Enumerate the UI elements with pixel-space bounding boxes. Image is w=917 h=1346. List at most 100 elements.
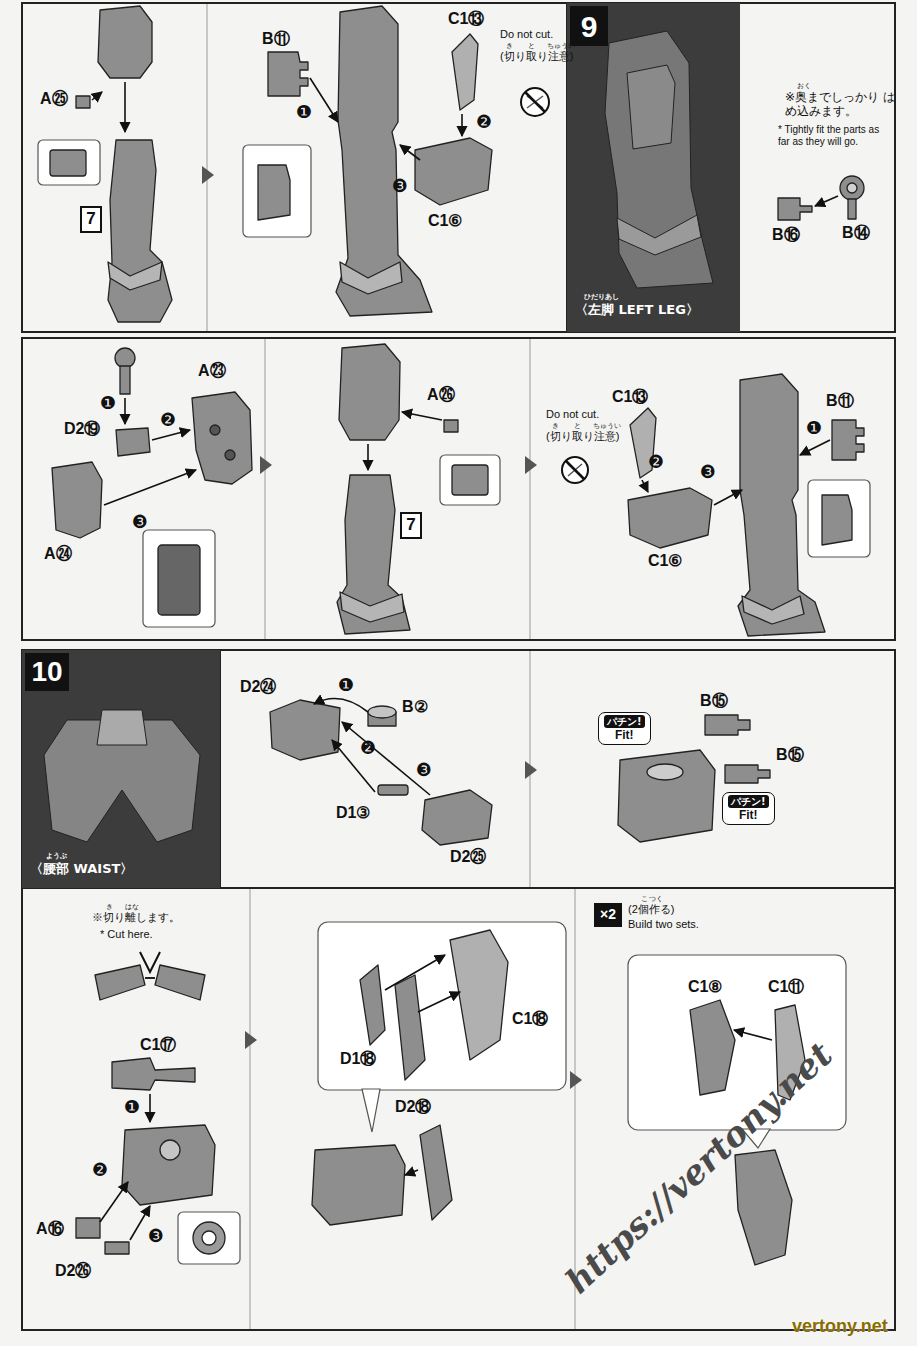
part-illustration — [822, 495, 852, 545]
flow-arrow — [202, 166, 214, 184]
part-number: B⑮ — [700, 692, 728, 710]
cut-warning-icon — [566, 461, 584, 479]
inset-box — [178, 1212, 240, 1264]
part-illustration — [50, 150, 86, 176]
part-number: D2㉔ — [240, 678, 276, 696]
part-number: D1③ — [336, 804, 370, 822]
leader-arrow — [385, 955, 445, 990]
leader-arrow — [314, 699, 368, 712]
leader-arrow — [418, 992, 460, 1012]
part-illustration — [738, 374, 825, 636]
cut-warning-icon — [525, 92, 545, 112]
fit-callout: パチン!Fit! — [722, 792, 775, 825]
part-illustration — [742, 596, 804, 624]
step-number: ❷ — [92, 1160, 108, 1181]
step-number-box: 9 — [570, 6, 608, 46]
part-number: C1⑪ — [768, 978, 804, 996]
inset-box — [38, 140, 100, 185]
watermark: https://vertony.net — [558, 1035, 840, 1301]
step-number: ❸ — [416, 760, 432, 781]
leader-arrow — [405, 1170, 418, 1175]
leader-arrow — [815, 196, 838, 206]
panel-divider — [265, 338, 266, 640]
step-number: 7 — [86, 210, 95, 229]
cut-warning-icon — [521, 88, 549, 116]
leader-arrow — [714, 490, 742, 505]
part-number: B⑯ — [772, 226, 800, 244]
part-illustration — [108, 262, 162, 290]
part-illustration — [848, 199, 856, 219]
part-illustration — [628, 488, 712, 548]
part-illustration — [98, 6, 152, 78]
inset-box — [362, 1089, 380, 1132]
instruction-note: (2個作る) — [628, 903, 674, 916]
part-illustration — [312, 1145, 405, 1225]
step-number: ❸ — [148, 1226, 164, 1247]
watermark: vertony.net — [792, 1316, 888, 1337]
part-illustration — [705, 715, 750, 735]
part-illustration — [112, 1058, 195, 1090]
part-illustration — [778, 198, 812, 220]
panel-divider — [250, 888, 251, 1330]
panel-divider — [207, 3, 575, 1330]
leader-arrow — [124, 398, 126, 424]
leader-arrow — [310, 78, 338, 122]
step-number: 10 — [31, 657, 62, 688]
step-number: ❶ — [806, 418, 822, 439]
part-illustration — [210, 425, 220, 435]
part-illustration — [422, 790, 492, 845]
step-number: ❶ — [124, 1097, 140, 1118]
sound-effect: パチン! — [604, 715, 645, 728]
part-illustration — [337, 475, 410, 634]
part-illustration — [122, 1125, 215, 1205]
model-silhouette — [617, 215, 701, 255]
leader-arrow — [130, 1206, 150, 1240]
part-illustration — [268, 52, 308, 96]
furigana: つく — [649, 895, 663, 903]
part-illustration — [193, 1222, 225, 1254]
part-illustration — [450, 930, 508, 1060]
part-illustration — [840, 176, 864, 200]
inset-box — [143, 530, 215, 627]
leader-arrow — [100, 1182, 128, 1222]
part-illustration — [116, 428, 150, 456]
part-illustration — [395, 975, 425, 1080]
photo-illustration — [567, 3, 740, 332]
panel-frame — [22, 650, 895, 1330]
part-number: D2⑱ — [395, 1098, 431, 1116]
part-illustration — [360, 965, 385, 1045]
step-number-box: 10 — [25, 653, 69, 691]
photo-caption: 〈腰部 WAIST〉 — [30, 862, 133, 876]
part-number: A㉔ — [44, 545, 72, 563]
part-illustration — [618, 750, 715, 842]
part-illustration — [76, 96, 90, 108]
inset-box — [243, 145, 311, 237]
part-illustration — [340, 262, 402, 294]
step-number: ❶ — [296, 102, 312, 123]
part-number: D1⑱ — [340, 1050, 376, 1068]
inset-box — [440, 455, 500, 505]
part-illustration — [76, 1218, 100, 1238]
part-illustration — [339, 344, 400, 440]
instruction-note: (切り取り注意) — [500, 50, 573, 63]
instruction-note: * Cut here. — [100, 928, 153, 941]
part-number: C1⑧ — [688, 978, 722, 996]
part-number: A㉓ — [198, 362, 226, 380]
part-illustration — [158, 545, 200, 615]
part-illustration — [202, 1231, 216, 1245]
part-number: C1⑱ — [512, 1010, 548, 1028]
instruction-note: ※切り離します。 — [92, 911, 180, 924]
instruction-note: Build two sets. — [628, 918, 699, 931]
furigana: と — [574, 422, 581, 430]
part-illustration — [155, 965, 205, 1000]
part-illustration — [95, 965, 145, 1000]
fit-note: Fit! — [615, 729, 634, 742]
part-illustration — [108, 140, 172, 322]
furigana: ちゅうい — [593, 422, 621, 430]
part-number: D2㉕ — [450, 848, 486, 866]
furigana: き — [106, 903, 113, 911]
leader-arrow — [402, 412, 442, 420]
flow-arrow — [570, 1071, 582, 1089]
model-silhouette — [627, 65, 675, 149]
